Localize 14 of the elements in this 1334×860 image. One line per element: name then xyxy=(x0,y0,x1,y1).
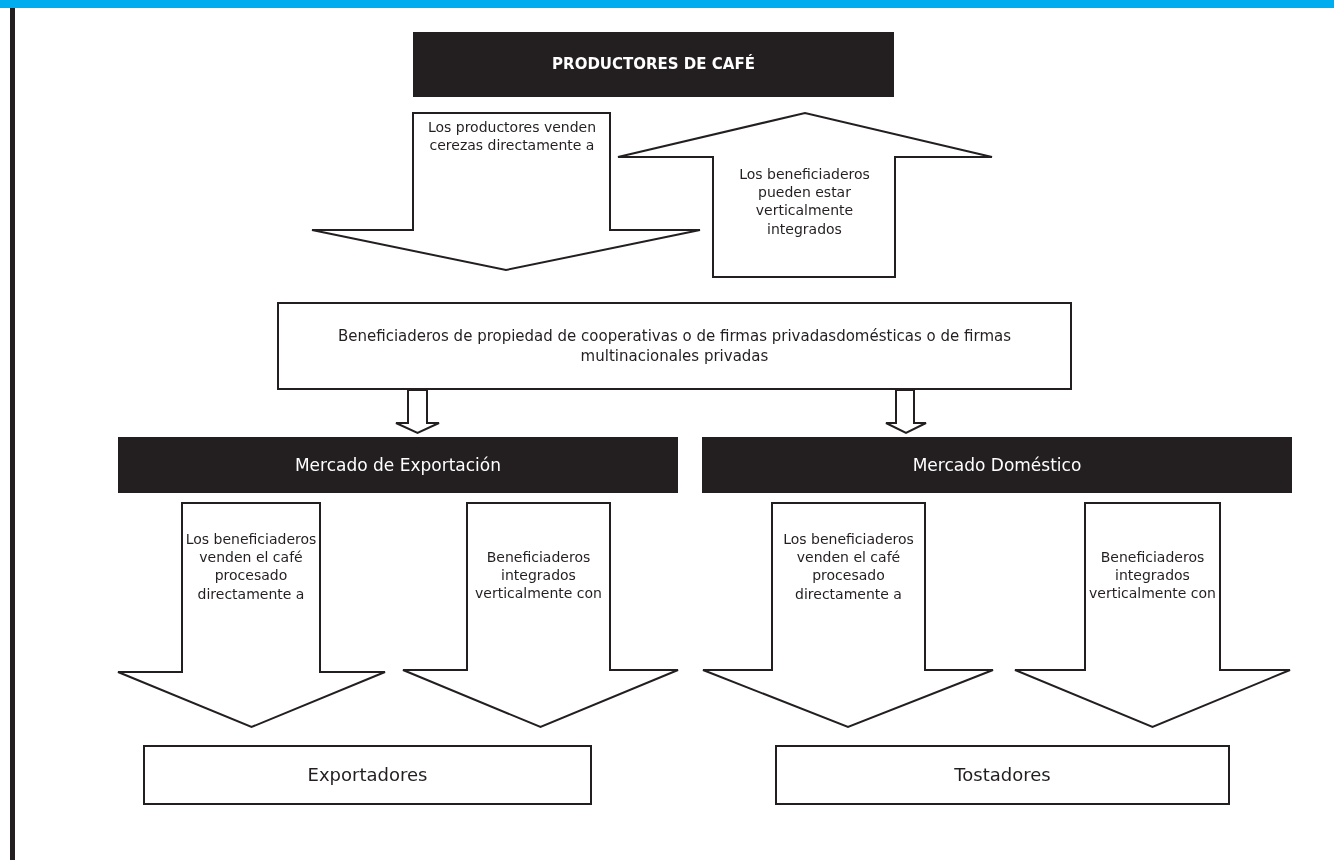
heading-box xyxy=(413,32,894,97)
node-text: PRODUCTORES DE CAFÉ xyxy=(552,54,755,75)
node-text: Beneficiaderos de propiedad de cooperativas o de firmas privadasdomésticas o de firmas multinacionales privadas xyxy=(336,325,1013,367)
heading-box xyxy=(702,437,1292,493)
node-text: Exportadores xyxy=(307,762,428,787)
process-box xyxy=(775,745,1230,805)
node-text: Mercado de Exportación xyxy=(294,453,502,477)
process-box xyxy=(277,302,1072,390)
node-text: Tostadores xyxy=(954,762,1051,787)
block-arrow xyxy=(885,389,927,435)
node-text: Mercado Doméstico xyxy=(912,453,1082,477)
process-box xyxy=(143,745,592,805)
heading-box xyxy=(118,437,678,493)
block-arrow xyxy=(395,389,440,435)
